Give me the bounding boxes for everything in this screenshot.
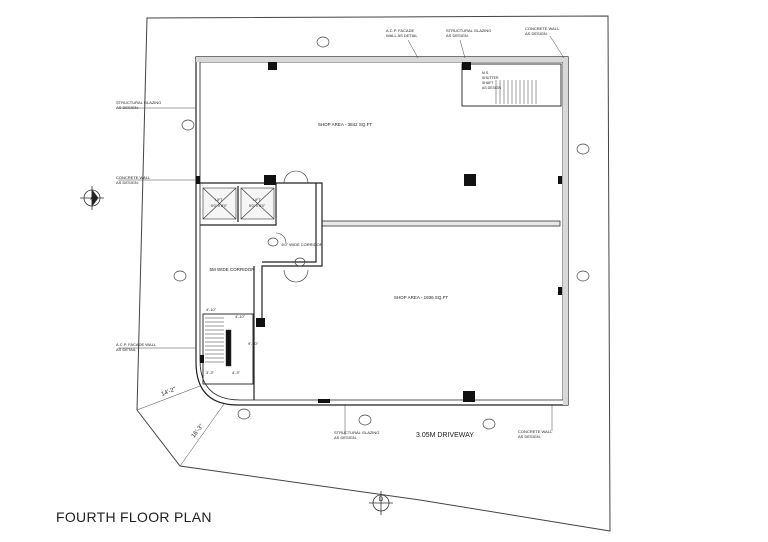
stair-note-1: M.S. (482, 71, 489, 75)
note-acp-left-2: AS DETAIL (116, 347, 137, 352)
corridor-5m-label: 5M WIDE CORRIDOR (210, 267, 256, 272)
door-swings (275, 170, 309, 283)
dim-edge-1: 14'-2" (161, 387, 177, 398)
shop-partition-wall (321, 220, 561, 227)
dim-stair-bot-1: 3'-3" (206, 370, 215, 375)
section-marker-a (80, 186, 104, 210)
note-concrete-top-2: AS DESIGN. (525, 31, 548, 36)
note-concrete-bottom-2: AS DESIGN. (518, 434, 541, 439)
lift-1-size: 5'0" X 6'0" (211, 204, 228, 208)
stair-note-3: SHAFT (482, 81, 494, 85)
note-glazing-bottom: STRUCTURAL GLAZING (334, 430, 379, 435)
note-glazing-top: STRUCTURAL GLAZING (446, 28, 491, 33)
columns (196, 62, 562, 403)
dim-stair-top-2: 4'-10" (235, 314, 246, 319)
leader-lines (118, 35, 565, 435)
shop-area-2-label: SHOP AREA - 1936 SQ.FT (394, 295, 448, 300)
corridor-6ft-label: 6'0" WIDE CORRIDOR (281, 242, 322, 247)
edge-dimensions (136, 385, 225, 467)
driveway-label: 3.05M DRIVEWAY (416, 432, 474, 439)
note-glazing-bottom-2: AS DESIGN. (334, 435, 357, 440)
note-glazing-left-2: AS DESIGN. (116, 105, 139, 110)
section-marker-a-label: A (90, 196, 94, 202)
dim-edge-2: 16'-3" (191, 423, 205, 439)
grid-markers (173, 36, 590, 430)
note-acp-top: A.C.P. FACADE (386, 28, 414, 33)
note-glazing-left: STRUCTURAL GLAZING (116, 100, 161, 105)
shop-area-1-label: SHOP AREA - 3842 SQ.FT (318, 122, 372, 127)
stair-top-right (461, 63, 562, 107)
building-outer-wall (195, 56, 569, 406)
stair-note-4: AS DESIGN (482, 86, 502, 90)
lift-1-label: LIFT (215, 198, 223, 202)
drawing-title: FOURTH FLOOR PLAN (56, 509, 212, 525)
note-concrete-left: CONCRETE WALL (116, 175, 151, 180)
core-walls (200, 182, 323, 400)
note-glazing-top-2: AS DESIGN. (446, 33, 469, 38)
dim-stair-side: 9'-10" (248, 341, 259, 346)
lift-shafts (202, 187, 275, 220)
lift-2-label: LIFT (253, 198, 261, 202)
dim-stair-top-1: 4'-10" (206, 307, 217, 312)
dim-stair-bot-2: 4'-3" (232, 370, 241, 375)
note-concrete-top: CONCRETE WALL (525, 26, 560, 31)
stair-note-2: SHUTTER (482, 76, 499, 80)
note-acp-left: A.C.P. FACADE WALL (116, 342, 157, 347)
lift-2-size: 5'0" X 6'0" (249, 204, 266, 208)
note-concrete-bottom: CONCRETE WALL (518, 429, 553, 434)
stair-bottom-left (202, 313, 254, 385)
note-acp-top-2: WALL AS DETAIL (386, 33, 418, 38)
site-boundary (136, 15, 611, 532)
note-concrete-left-2: AS DESIGN. (116, 180, 139, 185)
section-marker-d-label: D (379, 497, 384, 503)
section-marker-d (369, 491, 393, 515)
